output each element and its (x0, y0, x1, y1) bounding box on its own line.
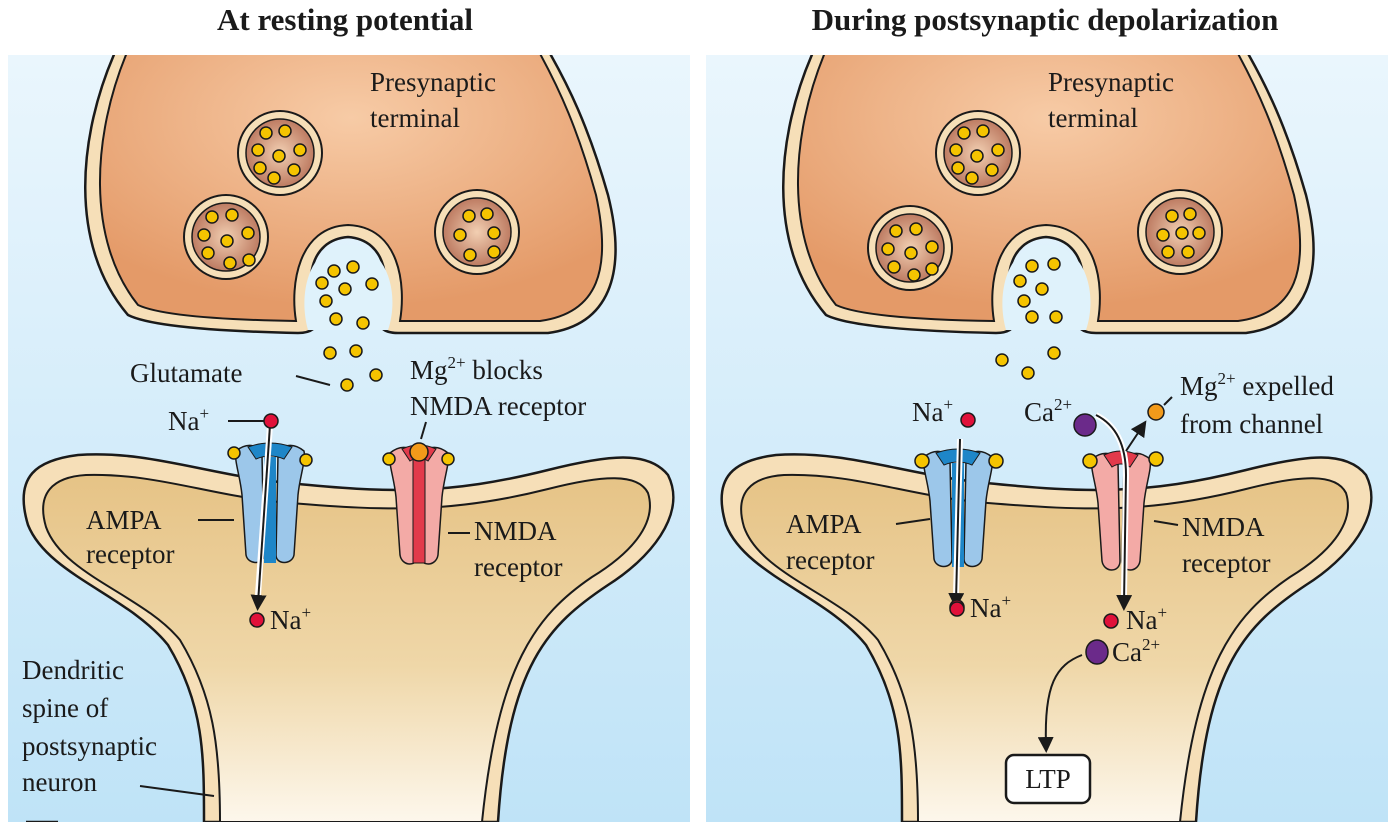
diagram-depolarization: Presynaptic terminal Na+ Ca2+ Mg2+ expel… (706, 55, 1388, 822)
calcium-ion (1085, 639, 1109, 665)
label-spine-line3: postsynaptic (22, 731, 157, 761)
ion-flow-arrow (1095, 414, 1133, 611)
label-ampa-line2: receptor (786, 545, 874, 575)
label-spine-line1: Dendritic (22, 655, 124, 685)
na-flow-arrow (250, 424, 271, 611)
leader-line (295, 375, 331, 386)
label-ca-intracellular: Ca2+ (1112, 635, 1160, 667)
label-ampa-line1: AMPA (86, 505, 162, 535)
panel-title-resting: At resting potential (216, 2, 474, 37)
label-mg-expelled-line2: from channel (1180, 409, 1323, 439)
label-spine-line2: spine of (22, 693, 108, 723)
label-presynaptic-line1: Presynaptic (370, 67, 496, 97)
magnesium-ion (409, 442, 429, 462)
leader-line (420, 421, 427, 440)
leader-line (139, 785, 215, 797)
leader-line (895, 518, 931, 525)
leader-line (1163, 396, 1173, 406)
label-na-extracellular: Na+ (168, 404, 209, 436)
label-nmda-line2: receptor (1182, 548, 1270, 578)
label-ca-extracellular: Ca2+ (1024, 395, 1072, 427)
label-nmda-line2: receptor (474, 552, 562, 582)
label-ltp: LTP (1025, 764, 1071, 794)
na-flow-arrow (948, 438, 965, 609)
label-mg-blocks-line2: NMDA receptor (410, 391, 586, 421)
ltp-arrow (1037, 654, 1083, 753)
label-ampa-line1: AMPA (786, 509, 862, 539)
label-na-intracellular-ampa: Na+ (970, 591, 1011, 623)
ampa-receptor (227, 442, 313, 564)
glutamate-molecules (197, 124, 501, 392)
sodium-ion (1103, 613, 1119, 629)
sodium-ion (263, 413, 279, 429)
label-ampa-line2: receptor (86, 539, 174, 569)
label-spine-line4: neuron (22, 767, 97, 797)
mg-expel-arrow (1125, 420, 1147, 452)
sodium-ion (960, 412, 976, 428)
panel-title-depolarization: During postsynaptic depolarization (811, 2, 1279, 37)
label-mg-blocks: Mg2+ blocks (410, 353, 543, 385)
magnesium-ion (1147, 403, 1165, 421)
nmda-receptor (382, 442, 455, 565)
leader-line (1153, 520, 1179, 526)
postsynaptic-spine (22, 453, 675, 822)
synaptic-vesicle (434, 189, 520, 275)
postsynaptic-spine (720, 453, 1373, 822)
sodium-ion (249, 612, 265, 628)
nmda-receptor (1082, 450, 1164, 571)
label-presynaptic-line2: terminal (370, 103, 460, 133)
label-glutamate: Glutamate (130, 358, 242, 388)
diagram-resting: Presynaptic terminal Glutamate Na+ Mg2+ … (8, 55, 690, 822)
label-presynaptic-line1: Presynaptic (1048, 67, 1174, 97)
label-na-extracellular: Na+ (912, 395, 953, 427)
label-na-intracellular-nmda: Na+ (1126, 603, 1167, 635)
label-nmda-line1: NMDA (474, 516, 557, 546)
ltp-box: LTP (1004, 753, 1092, 805)
label-presynaptic-line2: terminal (1048, 103, 1138, 133)
label-mg-expelled: Mg2+ expelled (1180, 369, 1334, 401)
glutamate-molecules (881, 124, 1206, 380)
calcium-ion (1073, 413, 1097, 437)
sodium-ion (949, 601, 965, 617)
label-na-intracellular: Na+ (270, 603, 311, 635)
label-nmda-line1: NMDA (1182, 512, 1265, 542)
